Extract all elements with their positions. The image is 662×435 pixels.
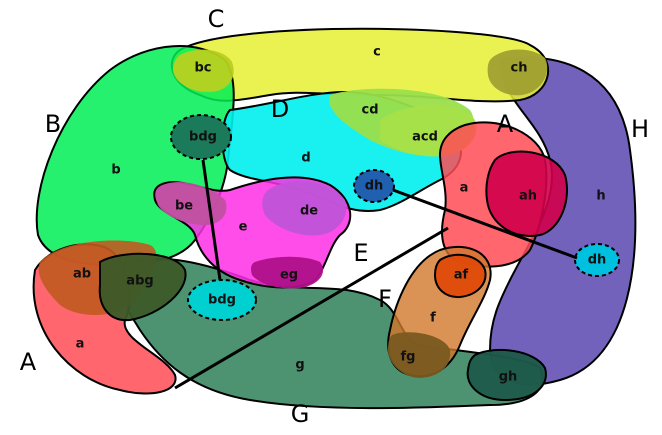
set-label-d: D [271,95,289,123]
label-cd: cd [361,103,378,118]
region-af-shape [433,253,487,299]
label-af: af [454,268,469,283]
connector-a [174,226,449,390]
region-gh-shape [466,348,547,402]
region-abg-shape [98,252,187,322]
label-ab: ab [73,267,91,282]
label-bdg-top: bdg [189,130,217,145]
region-fg-shape [388,332,451,378]
set-label-c: C [208,5,225,33]
label-b: b [111,163,120,178]
region-dh-left-shape [353,169,395,203]
set-label-g: G [291,400,310,428]
region-dh-right-shape [574,243,620,277]
label-e: e [239,220,248,235]
label-h: h [596,189,605,204]
connector-dh [392,188,578,260]
label-a-left: a [76,337,85,352]
region-bdg-bottom-shape [187,279,257,321]
region-bdg-top-shape [170,114,232,160]
label-f: f [430,311,436,326]
label-a-right: a [460,181,469,196]
label-be: be [175,199,193,214]
label-abg: abg [126,274,153,289]
label-dh-left: dh [365,179,384,194]
label-bdg-bottom: bdg [208,293,236,308]
set-label-b: B [45,110,61,138]
region-bc-shape [172,49,234,92]
set-label-e: E [353,239,368,267]
label-gh: gh [499,370,518,385]
label-c: c [373,45,381,60]
region-ch-shape [487,49,548,96]
set-label-f: F [378,285,392,313]
label-d: d [301,151,310,166]
set-label-h: H [631,115,649,143]
set-label-a-left: A [20,348,37,376]
region-eg-shape [251,256,324,289]
label-de: de [300,204,318,219]
label-bc: bc [194,61,211,76]
label-g: g [295,358,304,373]
set-label-a-right: A [497,110,514,138]
label-ah: ah [519,189,537,204]
connector-bdg [201,159,222,281]
label-acd: acd [412,130,438,145]
region-ah-shape [485,150,568,237]
region-de-shape [262,181,347,236]
label-ch: ch [511,61,528,76]
label-dh-right: dh [588,253,607,268]
label-eg: eg [280,268,298,283]
label-fg: fg [401,350,416,365]
